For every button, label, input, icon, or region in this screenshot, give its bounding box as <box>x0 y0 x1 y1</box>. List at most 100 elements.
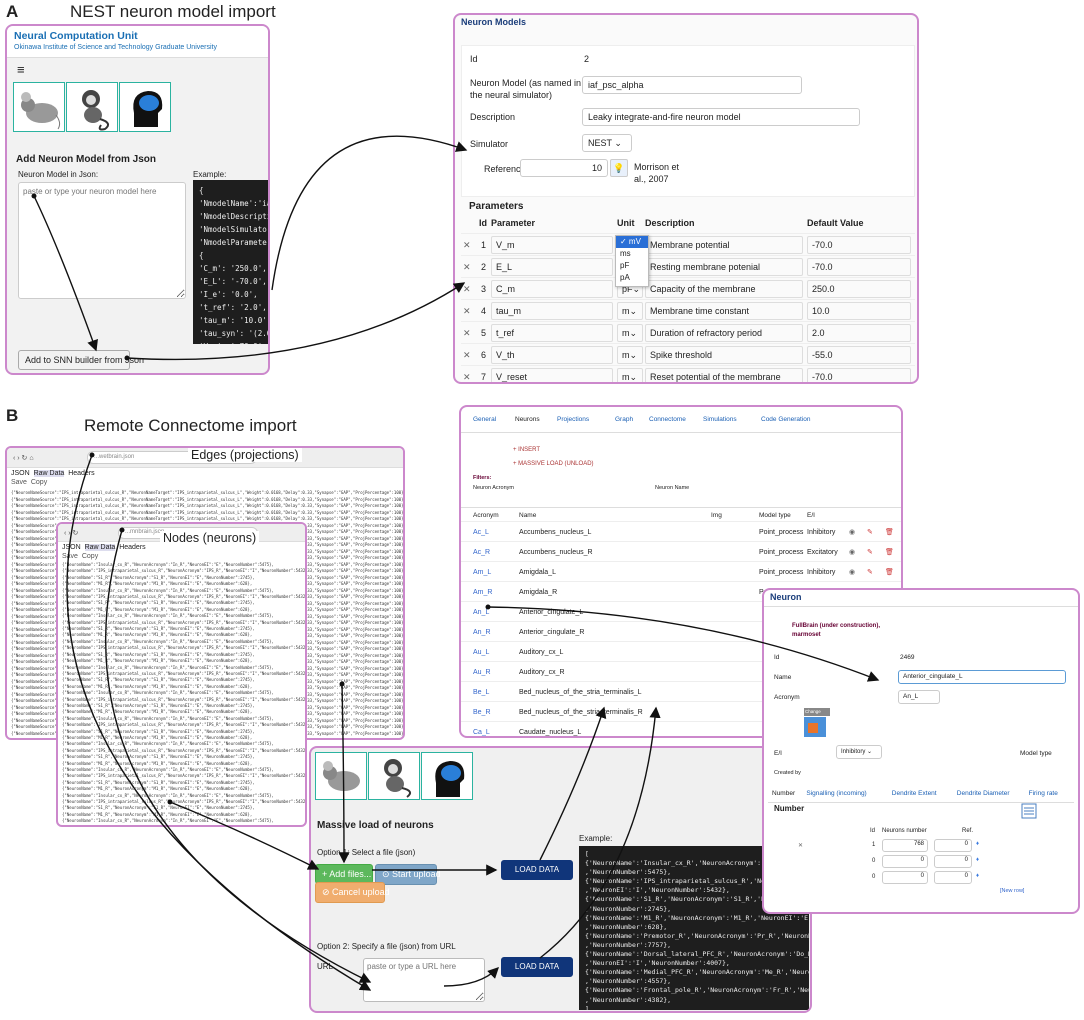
marmoset-thumbnail[interactable] <box>66 82 118 132</box>
notepad-icon[interactable] <box>1020 802 1038 820</box>
lightbulb-icon[interactable]: 💡 <box>610 159 628 177</box>
change-image-button[interactable]: Change <box>804 708 830 716</box>
ref-field[interactable]: 0 <box>934 839 972 852</box>
nodes-nav-icons[interactable]: ‹ › ↻ <box>64 530 79 537</box>
remove-row-icon[interactable]: ✕ <box>798 843 804 849</box>
neuron-tab[interactable]: Firing rate <box>1028 790 1058 797</box>
neuron-tab[interactable]: Signalling (incoming) <box>806 790 867 797</box>
param-default-field[interactable]: 250.0 <box>807 280 911 298</box>
tab-simulations[interactable]: Simulations <box>703 416 737 423</box>
nodes-tab-raw-data[interactable]: Raw Data <box>84 544 116 551</box>
unit-option[interactable]: pA <box>620 273 630 282</box>
edit-icon[interactable]: ✎ <box>867 549 873 556</box>
nodes-copy-action[interactable]: Copy <box>81 553 99 560</box>
tab-headers[interactable]: Headers <box>68 470 95 477</box>
unit-option[interactable]: ✓ mV <box>616 236 648 248</box>
nodes-tab-json[interactable]: JSON <box>62 544 81 551</box>
param-name-field[interactable]: V_th <box>491 346 613 364</box>
add-to-builder-button[interactable]: Add to SNN builder from Json <box>18 350 144 370</box>
tab-general[interactable]: General <box>473 416 497 423</box>
tab-neurons[interactable]: Neurons <box>515 416 540 423</box>
number-field[interactable]: 0 <box>882 871 928 884</box>
human-thumbnail[interactable] <box>119 82 171 132</box>
remove-row-icon[interactable]: ✕ <box>463 372 471 382</box>
number-field[interactable]: 768 <box>882 839 928 852</box>
mouse-thumbnail-b[interactable] <box>315 752 367 800</box>
param-name-field[interactable]: t_ref <box>491 324 613 342</box>
model-name-field[interactable]: iaf_psc_alpha <box>582 76 802 94</box>
mouse-thumbnail[interactable] <box>13 82 65 132</box>
ref-field[interactable]: 0 <box>934 855 972 868</box>
hamburger-menu-icon[interactable]: ≡ <box>17 62 25 77</box>
param-default-field[interactable]: -70.0 <box>807 258 911 276</box>
tab-projections[interactable]: Projections <box>557 416 590 423</box>
tab-raw-data[interactable]: Raw Data <box>33 470 65 477</box>
eye-icon[interactable]: ◉ <box>849 569 856 576</box>
param-default-field[interactable]: -70.0 <box>807 368 911 382</box>
neuron-name-field[interactable]: Anterior_cingulate_L <box>898 670 1066 684</box>
remove-row-icon[interactable]: ✕ <box>463 262 471 272</box>
unit-option[interactable]: pF <box>620 261 630 270</box>
param-unit-select[interactable]: m⌄ <box>617 324 643 342</box>
load-data-button-1[interactable]: LOAD DATA <box>501 860 573 880</box>
lightbulb-icon[interactable]: ♦ <box>976 857 980 863</box>
param-default-field[interactable]: -70.0 <box>807 236 911 254</box>
eye-icon[interactable]: ◉ <box>849 529 856 536</box>
remove-row-icon[interactable]: ✕ <box>463 350 471 360</box>
lightbulb-icon[interactable]: ♦ <box>976 873 980 879</box>
start-upload-button[interactable]: ⊙ Start upload <box>375 864 441 885</box>
neuron-acronym[interactable]: Be_L <box>473 689 490 696</box>
param-description-field[interactable]: Capacity of the membrane <box>645 280 803 298</box>
param-description-field[interactable]: Duration of refractory period <box>645 324 803 342</box>
param-description-field[interactable]: Resting membrane potenial <box>645 258 803 276</box>
description-field[interactable]: Leaky integrate-and-fire neuron model <box>582 108 860 126</box>
copy-action[interactable]: Copy <box>30 479 48 486</box>
marmoset-thumbnail-b[interactable] <box>368 752 420 800</box>
param-unit-select[interactable]: m⌄ <box>617 302 643 320</box>
trash-icon[interactable]: 🗑 <box>885 569 894 576</box>
massive-load-action[interactable]: + MASSIVE LOAD (UNLOAD) <box>513 461 594 467</box>
nodes-tab-headers[interactable]: Headers <box>119 544 146 551</box>
param-description-field[interactable]: Spike threshold <box>645 346 803 364</box>
neuron-acronym[interactable]: Ca_L <box>473 729 490 736</box>
json-input[interactable] <box>18 182 186 299</box>
insert-action[interactable]: + INSERT <box>513 447 540 453</box>
human-thumbnail-b[interactable] <box>421 752 473 800</box>
number-field[interactable]: 0 <box>882 855 928 868</box>
browser-nav-icons[interactable]: ‹ › ↻ ⌂ <box>13 455 34 462</box>
param-unit-select[interactable]: m⌄ <box>617 368 643 382</box>
neuron-tab[interactable]: Dendrite Diameter <box>956 790 1010 797</box>
filter-name[interactable]: Neuron Name <box>655 485 690 491</box>
param-description-field[interactable]: Membrane time constant <box>645 302 803 320</box>
lightbulb-icon[interactable]: ♦ <box>976 841 980 847</box>
edit-icon[interactable]: ✎ <box>867 569 873 576</box>
add-files-button[interactable]: + Add files... <box>315 864 373 884</box>
save-action[interactable]: Save <box>11 479 27 486</box>
param-description-field[interactable]: Membrane potential <box>645 236 803 254</box>
tab-code-generation[interactable]: Code Generation <box>761 416 811 423</box>
unit-option[interactable]: ms <box>620 249 631 258</box>
neuron-acronym[interactable]: An_L <box>473 609 490 616</box>
param-name-field[interactable]: E_L <box>491 258 613 276</box>
param-default-field[interactable]: -55.0 <box>807 346 911 364</box>
param-default-field[interactable]: 10.0 <box>807 302 911 320</box>
param-default-field[interactable]: 2.0 <box>807 324 911 342</box>
eye-icon[interactable]: ◉ <box>849 549 856 556</box>
remove-row-icon[interactable]: ✕ <box>463 284 471 294</box>
ref-field[interactable]: 0 <box>934 871 972 884</box>
param-name-field[interactable]: tau_m <box>491 302 613 320</box>
remove-row-icon[interactable]: ✕ <box>463 240 471 250</box>
tab-json[interactable]: JSON <box>11 470 30 477</box>
remove-row-icon[interactable]: ✕ <box>463 306 471 316</box>
neuron-acronym-field[interactable]: An_L <box>898 690 940 704</box>
trash-icon[interactable]: 🗑 <box>885 529 894 536</box>
neuron-acronym[interactable]: Au_R <box>473 669 491 676</box>
neuron-acronym[interactable]: An_R <box>473 629 491 636</box>
new-row-link[interactable]: [New row] <box>1000 888 1025 894</box>
neuron-acronym[interactable]: Ac_L <box>473 529 489 536</box>
param-name-field[interactable]: V_reset <box>491 368 613 382</box>
